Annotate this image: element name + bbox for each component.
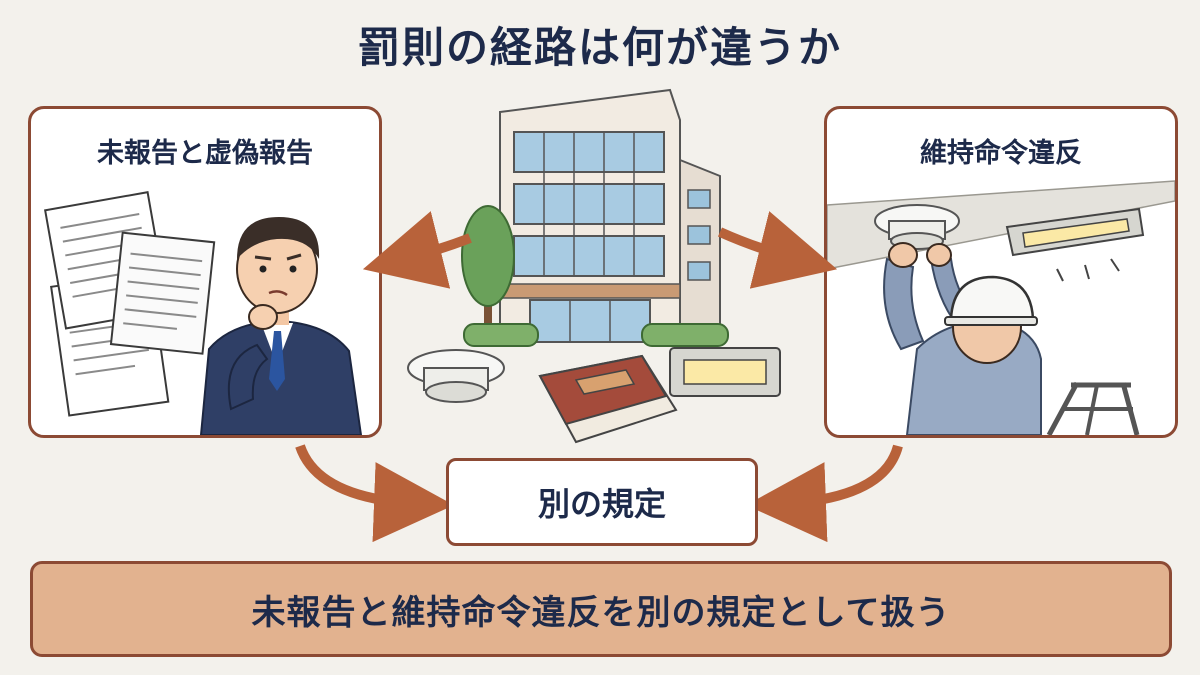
- summary-banner: 未報告と維持命令違反を別の規定として扱う: [30, 561, 1172, 657]
- rule-book-icon: [538, 354, 678, 444]
- panel-label-left: 未報告と虚偽報告: [97, 138, 313, 169]
- separate-rule-box: 別の規定: [446, 458, 758, 546]
- smoke-detector-icon: [407, 349, 505, 403]
- ladder-icon: [1046, 381, 1140, 435]
- office-building-icon: [407, 88, 781, 444]
- emergency-light-icon: [1005, 207, 1145, 282]
- page-title: 罰則の経路は何が違うか: [357, 23, 842, 72]
- center-scene: [380, 80, 820, 460]
- panel-label-right: 維持命令違反: [920, 138, 1082, 169]
- smoke-detector-icon: [874, 204, 960, 250]
- thinking-businessman-icon: [199, 217, 363, 435]
- emergency-light-icon: [669, 347, 781, 397]
- document-stack-icon: [44, 191, 363, 435]
- maintenance-worker-icon: [827, 180, 1175, 435]
- panel-maintenance-order-violation: 維持命令違反: [824, 106, 1178, 438]
- panel-unreported-false-report: 未報告と虚偽報告: [28, 106, 382, 438]
